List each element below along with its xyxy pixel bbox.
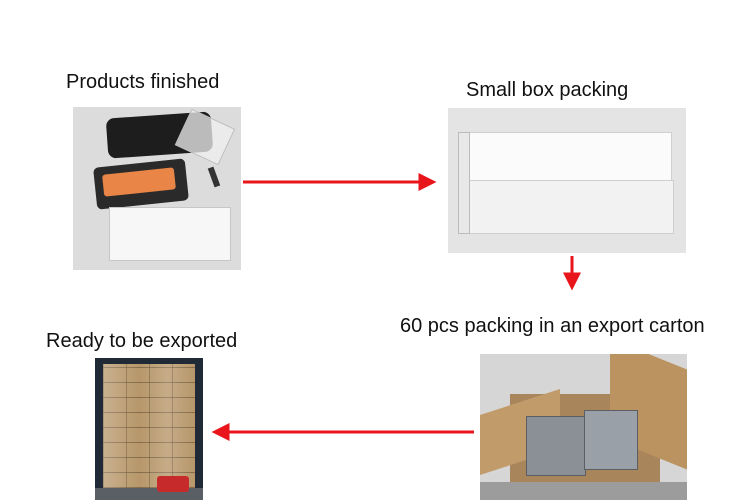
- carton-stack: [103, 364, 195, 488]
- floor: [480, 482, 687, 500]
- export-carton-photo: [480, 354, 687, 500]
- step-2-label: Small box packing: [466, 79, 629, 101]
- pallet-jack: [157, 476, 189, 492]
- white-box: [109, 207, 231, 261]
- products-finished-photo: [73, 107, 241, 270]
- stretch-wrap: [103, 364, 195, 488]
- step-4-label: Ready to be exported: [46, 330, 238, 352]
- packed-boxes-right: [584, 410, 638, 470]
- box-front: [462, 180, 674, 234]
- small-box-photo: [448, 108, 686, 253]
- step-1-label: Products finished: [66, 71, 220, 93]
- ready-to-export-photo: [95, 358, 203, 500]
- box-end: [458, 132, 470, 234]
- step-3-label: 60 pcs packing in an export carton: [400, 315, 705, 337]
